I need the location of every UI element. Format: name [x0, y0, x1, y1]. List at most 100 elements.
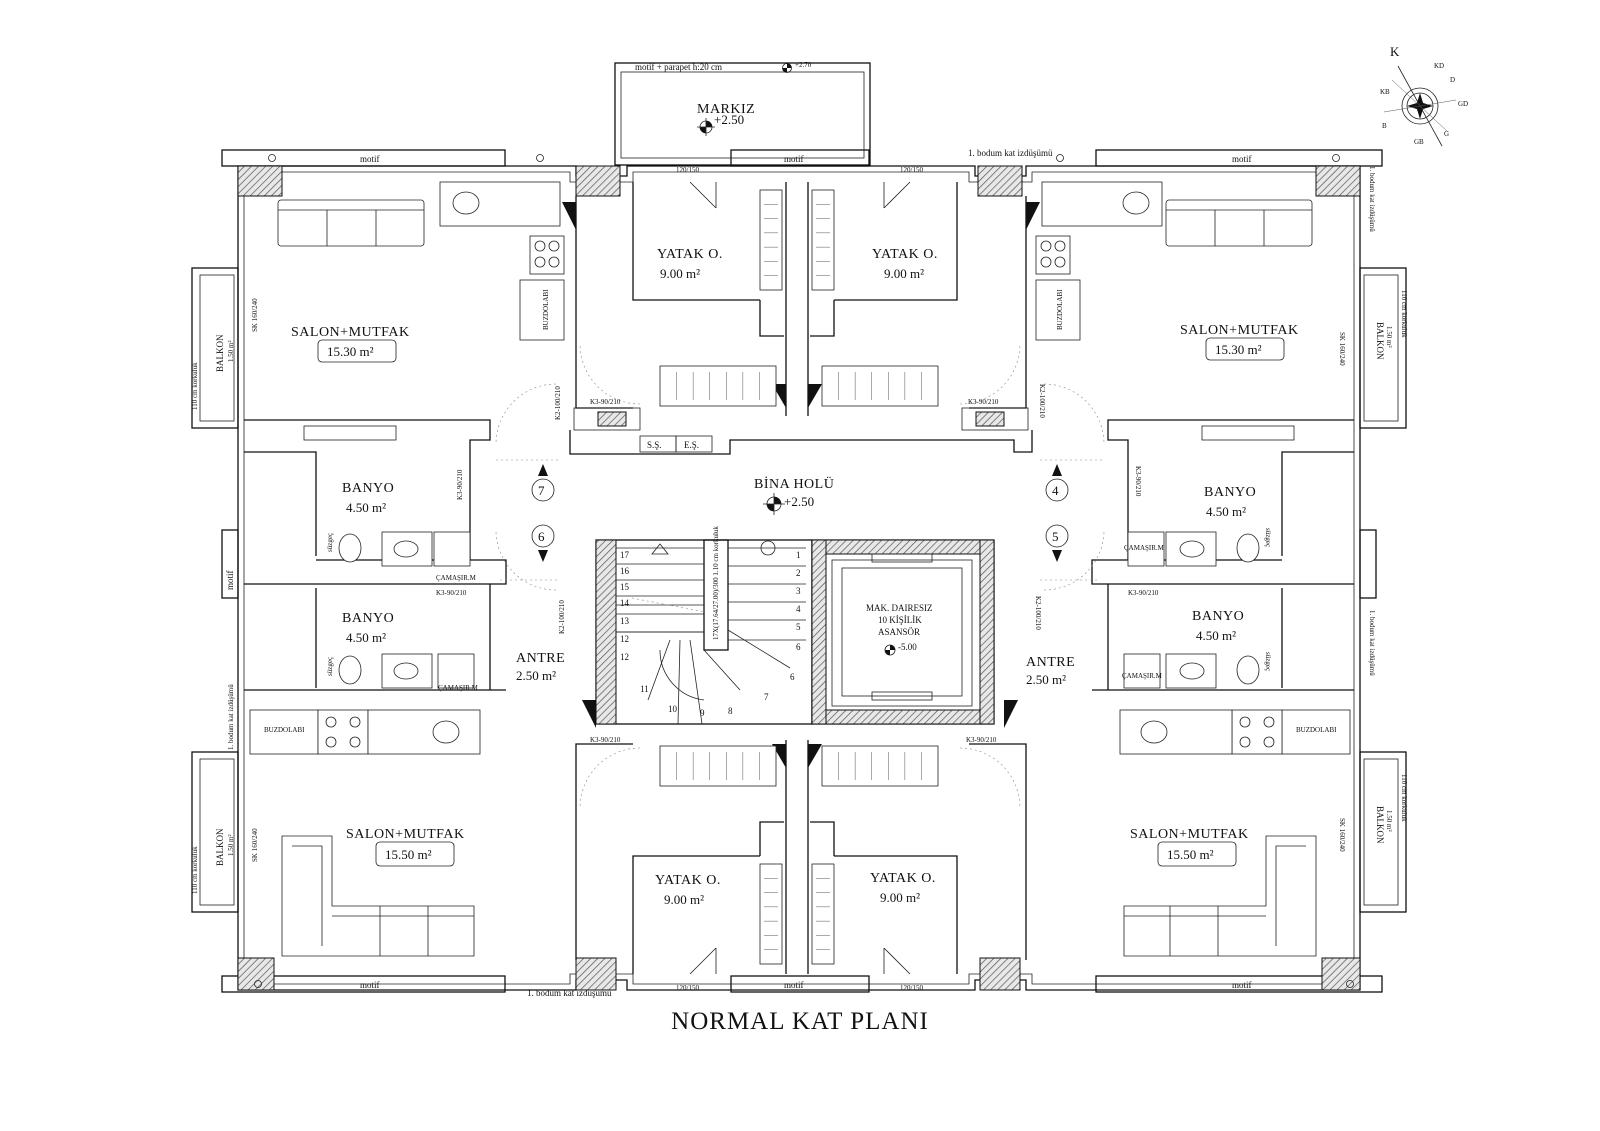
openings: 120/150 120/150 120/150 120/150 K3-90/21… — [436, 166, 1159, 992]
washer-tr: ÇAMAŞIR.M — [1124, 544, 1165, 552]
stair-number: 17 — [620, 550, 630, 560]
door-k3-bath-v-tr: K3-90/210 — [1134, 466, 1142, 497]
door-k3-bath-tl: K3-90/210 — [436, 589, 467, 597]
salon-bl-area: 15.50 m² — [385, 847, 432, 862]
compass-kd: KD — [1434, 62, 1444, 70]
wardrobe — [821, 365, 939, 407]
sk-l-top: SK 160/240 — [251, 298, 259, 332]
apartment-6: 6 — [538, 529, 545, 544]
motif-bot-right: motif — [1232, 980, 1252, 990]
door-k3-tr: K3-90/210 — [968, 398, 999, 406]
room-labels: SALON+MUTFAK 15.30 m² SALON+MUTFAK 15.30… — [291, 247, 1299, 907]
wardrobe — [821, 745, 939, 787]
railing-r-bot: 110 cm korkuluk — [1400, 774, 1408, 822]
fridge-br: BUZDOLABI — [1296, 726, 1337, 734]
balkon-l-bot-name: BALKON — [215, 828, 225, 866]
salon-tl-name: SALON+MUTFAK — [291, 325, 410, 340]
door-k3-bl: K3-90/210 — [590, 736, 621, 744]
salon-tr-name: SALON+MUTFAK — [1180, 323, 1299, 338]
shaft-ss: S.Ş. — [647, 440, 662, 450]
sk-r-top: SK 160/240 — [1338, 332, 1346, 366]
antre-l-name: ANTRE — [516, 651, 565, 666]
wardrobe — [811, 863, 835, 965]
yatak-tr-area: 9.00 m² — [884, 266, 924, 281]
salon-tr-area: 15.30 m² — [1215, 342, 1262, 357]
door-k2-tl: K2-100/210 — [554, 386, 562, 420]
stair-number: 5 — [796, 622, 801, 632]
door-k3-bath-v-tl: K3-90/210 — [456, 469, 464, 500]
elevator-level: -5.00 — [898, 642, 917, 652]
apartment-7: 7 — [538, 483, 545, 498]
yatak-tl-area: 9.00 m² — [660, 266, 700, 281]
stair-number: 12 — [620, 634, 629, 644]
stair-number: 16 — [620, 566, 630, 576]
compass-b: B — [1382, 122, 1387, 130]
balkon-l-top-area: 1.50 m² — [227, 340, 235, 362]
markiz-canopy: motif + parapet h:20 cm +2.70 MARKIZ +2.… — [614, 61, 871, 166]
markiz-note: motif + parapet h:20 cm — [635, 62, 722, 72]
stair-number: 6 — [796, 642, 801, 652]
yatak-br-area: 9.00 m² — [880, 890, 920, 905]
banyo-tr-area: 4.50 m² — [1206, 504, 1246, 519]
door-k2-tr: K2-100/210 — [1038, 384, 1046, 418]
balkon-r-top-name: BALKON — [1375, 322, 1385, 360]
compass-d: D — [1450, 76, 1455, 84]
door-k2-br: K2-100/210 — [1034, 596, 1042, 630]
yatak-bl-area: 9.00 m² — [664, 892, 704, 907]
apartment-markers: 7 6 4 5 — [531, 464, 1069, 562]
wardrobe — [759, 189, 783, 291]
outer-walls — [221, 149, 1383, 993]
stair-number: 1 — [796, 550, 801, 560]
banyo-bl-area: 4.50 m² — [346, 630, 386, 645]
projection-bottom: 1. bodum kat izdüşümü — [527, 988, 612, 998]
door-k3-br: K3-90/210 — [966, 736, 997, 744]
strip-labels: motif motif motif 1. bodum kat izdüşümü … — [225, 148, 1376, 998]
stair-number: 13 — [620, 616, 630, 626]
banyo-tr-name: BANYO — [1204, 485, 1256, 500]
shaft-es: E.Ş. — [684, 440, 699, 450]
projection-right-top: 1. bodum kat izdüşümü — [1368, 166, 1376, 232]
door-k3-bath-tr: K3-90/210 — [1128, 589, 1159, 597]
plan-title: NORMAL KAT PLANI — [671, 1008, 929, 1035]
window-top-left: 120/150 — [676, 166, 699, 174]
motif-left-side: motif — [225, 570, 235, 590]
compass-gb: GB — [1414, 138, 1424, 146]
yatak-tr-name: YATAK O. — [872, 247, 938, 262]
balkon-l-bot-area: 1.50 m² — [227, 834, 235, 856]
washer-br: ÇAMAŞIR.M — [1122, 672, 1163, 680]
compass-k: K — [1390, 44, 1400, 59]
compass-gd: GD — [1458, 100, 1468, 108]
apartment-5: 5 — [1052, 529, 1059, 544]
stair-number: 14 — [620, 598, 630, 608]
stair-number: 12 — [620, 652, 629, 662]
stair-number: 9 — [700, 708, 705, 718]
salon-br-name: SALON+MUTFAK — [1130, 827, 1249, 842]
balconies: BALKON 1.50 m² BALKON 1.50 m² BALKON 1.5… — [191, 267, 1408, 913]
elevator-line3: ASANSÖR — [878, 627, 920, 637]
motif-top-mid: motif — [784, 154, 804, 164]
wardrobe — [659, 365, 777, 407]
antre-r-name: ANTRE — [1026, 655, 1075, 670]
elevator-line2: 10 KİŞİLİK — [878, 615, 922, 625]
wardrobe — [811, 189, 835, 291]
hol-name: BİNA HOLÜ — [754, 475, 834, 492]
banyo-br-area: 4.50 m² — [1196, 628, 1236, 643]
salon-bl-name: SALON+MUTFAK — [346, 827, 465, 842]
compass-g: G — [1444, 130, 1449, 138]
washer-tl: ÇAMAŞIR.M — [436, 574, 477, 582]
balkon-r-top-area: 1.50 m² — [1385, 326, 1393, 348]
stair-number: 2 — [796, 568, 801, 578]
sizgec-br: süzgeç — [1264, 652, 1272, 671]
stair-number: 7 — [764, 692, 769, 702]
fridge-bl: BUZDOLABI — [264, 726, 305, 734]
stair-number: 8 — [728, 706, 733, 716]
door-k2-bl: K2-100/210 — [558, 600, 566, 634]
sofas — [277, 199, 1317, 957]
wardrobe — [659, 745, 777, 787]
compass-rose: K KD D GD G GB B KB — [1380, 44, 1468, 147]
balkon-r-bot-name: BALKON — [1375, 806, 1385, 844]
stair-number: 6 — [790, 672, 795, 682]
balkon-l-top-name: BALKON — [215, 334, 225, 372]
strip-markers — [254, 154, 1354, 988]
motif-bot-mid: motif — [784, 980, 804, 990]
